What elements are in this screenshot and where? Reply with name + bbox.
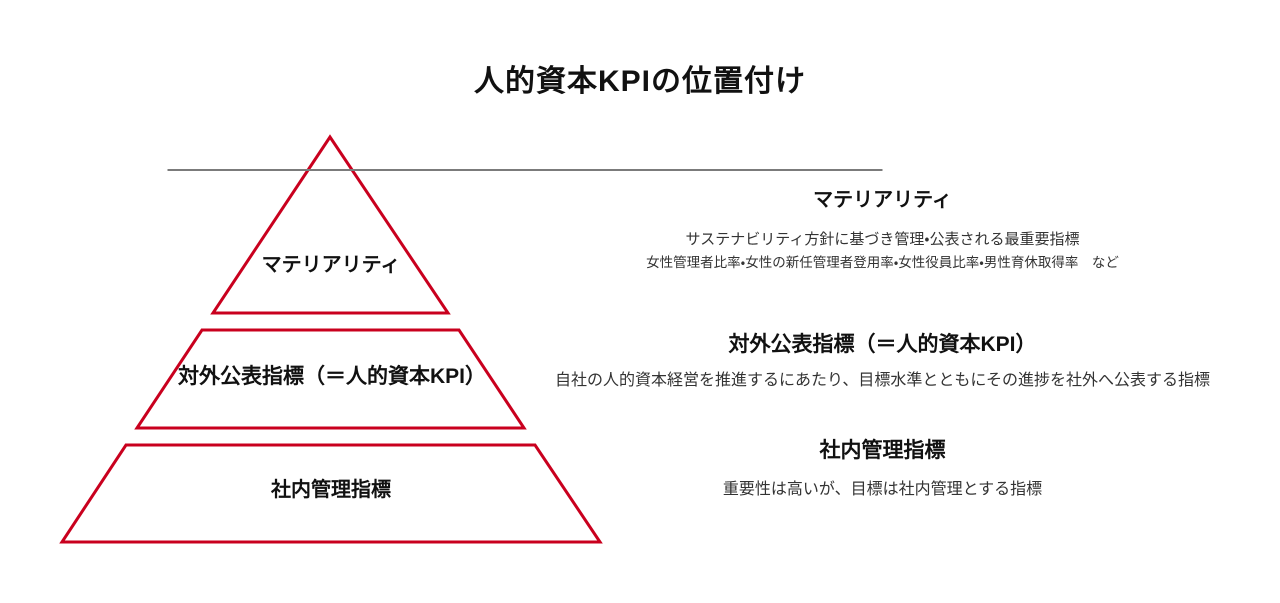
pyramid-diagram — [59, 134, 603, 544]
detail-heading-materiality: マテリアリティ — [813, 189, 952, 211]
detail-heading-internal: 社内管理指標 — [819, 439, 946, 462]
pyramid-tier-top-label: マテリアリティ — [261, 254, 401, 276]
detail-text-internal: 重要性は高いが、目標は社内管理とする指標 — [722, 481, 1043, 498]
detail-text-materiality-2: 女性管理者比率・女性の新任管理者登用率・女性役員比率・男性育休取得率 など — [646, 255, 1119, 270]
pyramid-tier-top-shape — [210, 134, 451, 315]
pyramid-tier-bottom-shape — [59, 443, 603, 544]
detail-text-public-kpi: 自社の人的資本経営を推進するにあたり、目標水準とともにその進捗を社外へ公表する指… — [554, 372, 1211, 389]
section-divider-line — [167, 169, 883, 171]
detail-heading-public-kpi: 対外公表指標（＝人的資本KPI） — [728, 333, 1037, 356]
pyramid-tier-middle-label: 対外公表指標（＝人的資本KPI） — [177, 365, 487, 388]
details-panel: マテリアリティ サステナビリティ方針に基づき管理・公表される最重要指標 女性管理… — [167, 0, 1240, 603]
page-title: 人的資本KPIの位置付け — [473, 65, 806, 98]
pyramid-tier-bottom-label: 社内管理指標 — [271, 479, 391, 501]
pyramid-tier-middle-shape — [134, 328, 527, 430]
detail-text-materiality-1: サステナビリティ方針に基づき管理・公表される最重要指標 — [685, 231, 1080, 248]
